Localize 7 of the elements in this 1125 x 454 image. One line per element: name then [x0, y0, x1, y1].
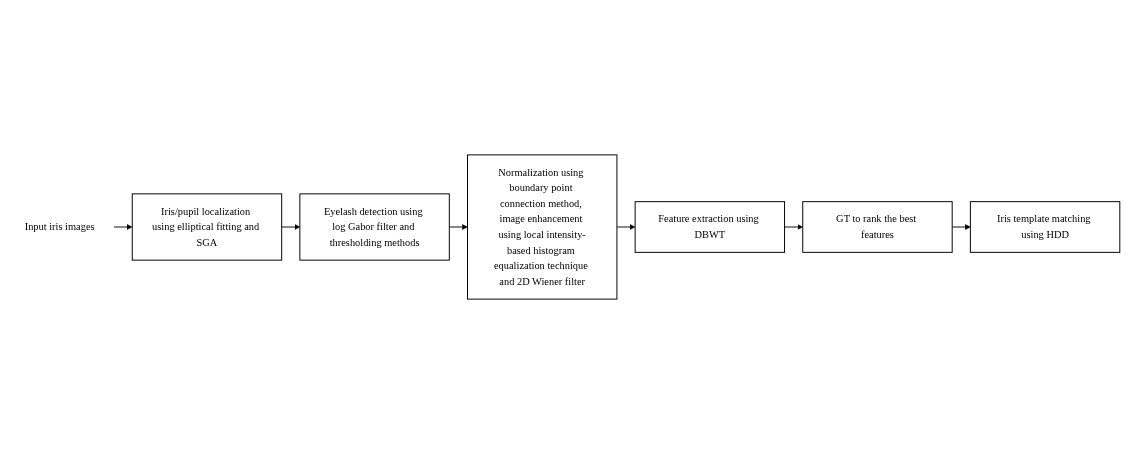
node-box: Feature extraction using DBWT: [634, 201, 786, 253]
node-box: GT to rank the best features: [802, 201, 953, 253]
node-box: Eyelash detection using log Gabor filter and thresholding methods: [299, 193, 450, 261]
node-text: Input iris images: [24, 221, 95, 233]
node-box: Normalization using boundary point connection method, image enhancement using local intensity-based histogram equalization technique and 2D Wiener filter: [467, 154, 618, 300]
node-box: Iris/pupil localization using elliptical fitting and SGA: [131, 193, 283, 261]
node-box: Iris template matching using HDD: [969, 201, 1121, 253]
